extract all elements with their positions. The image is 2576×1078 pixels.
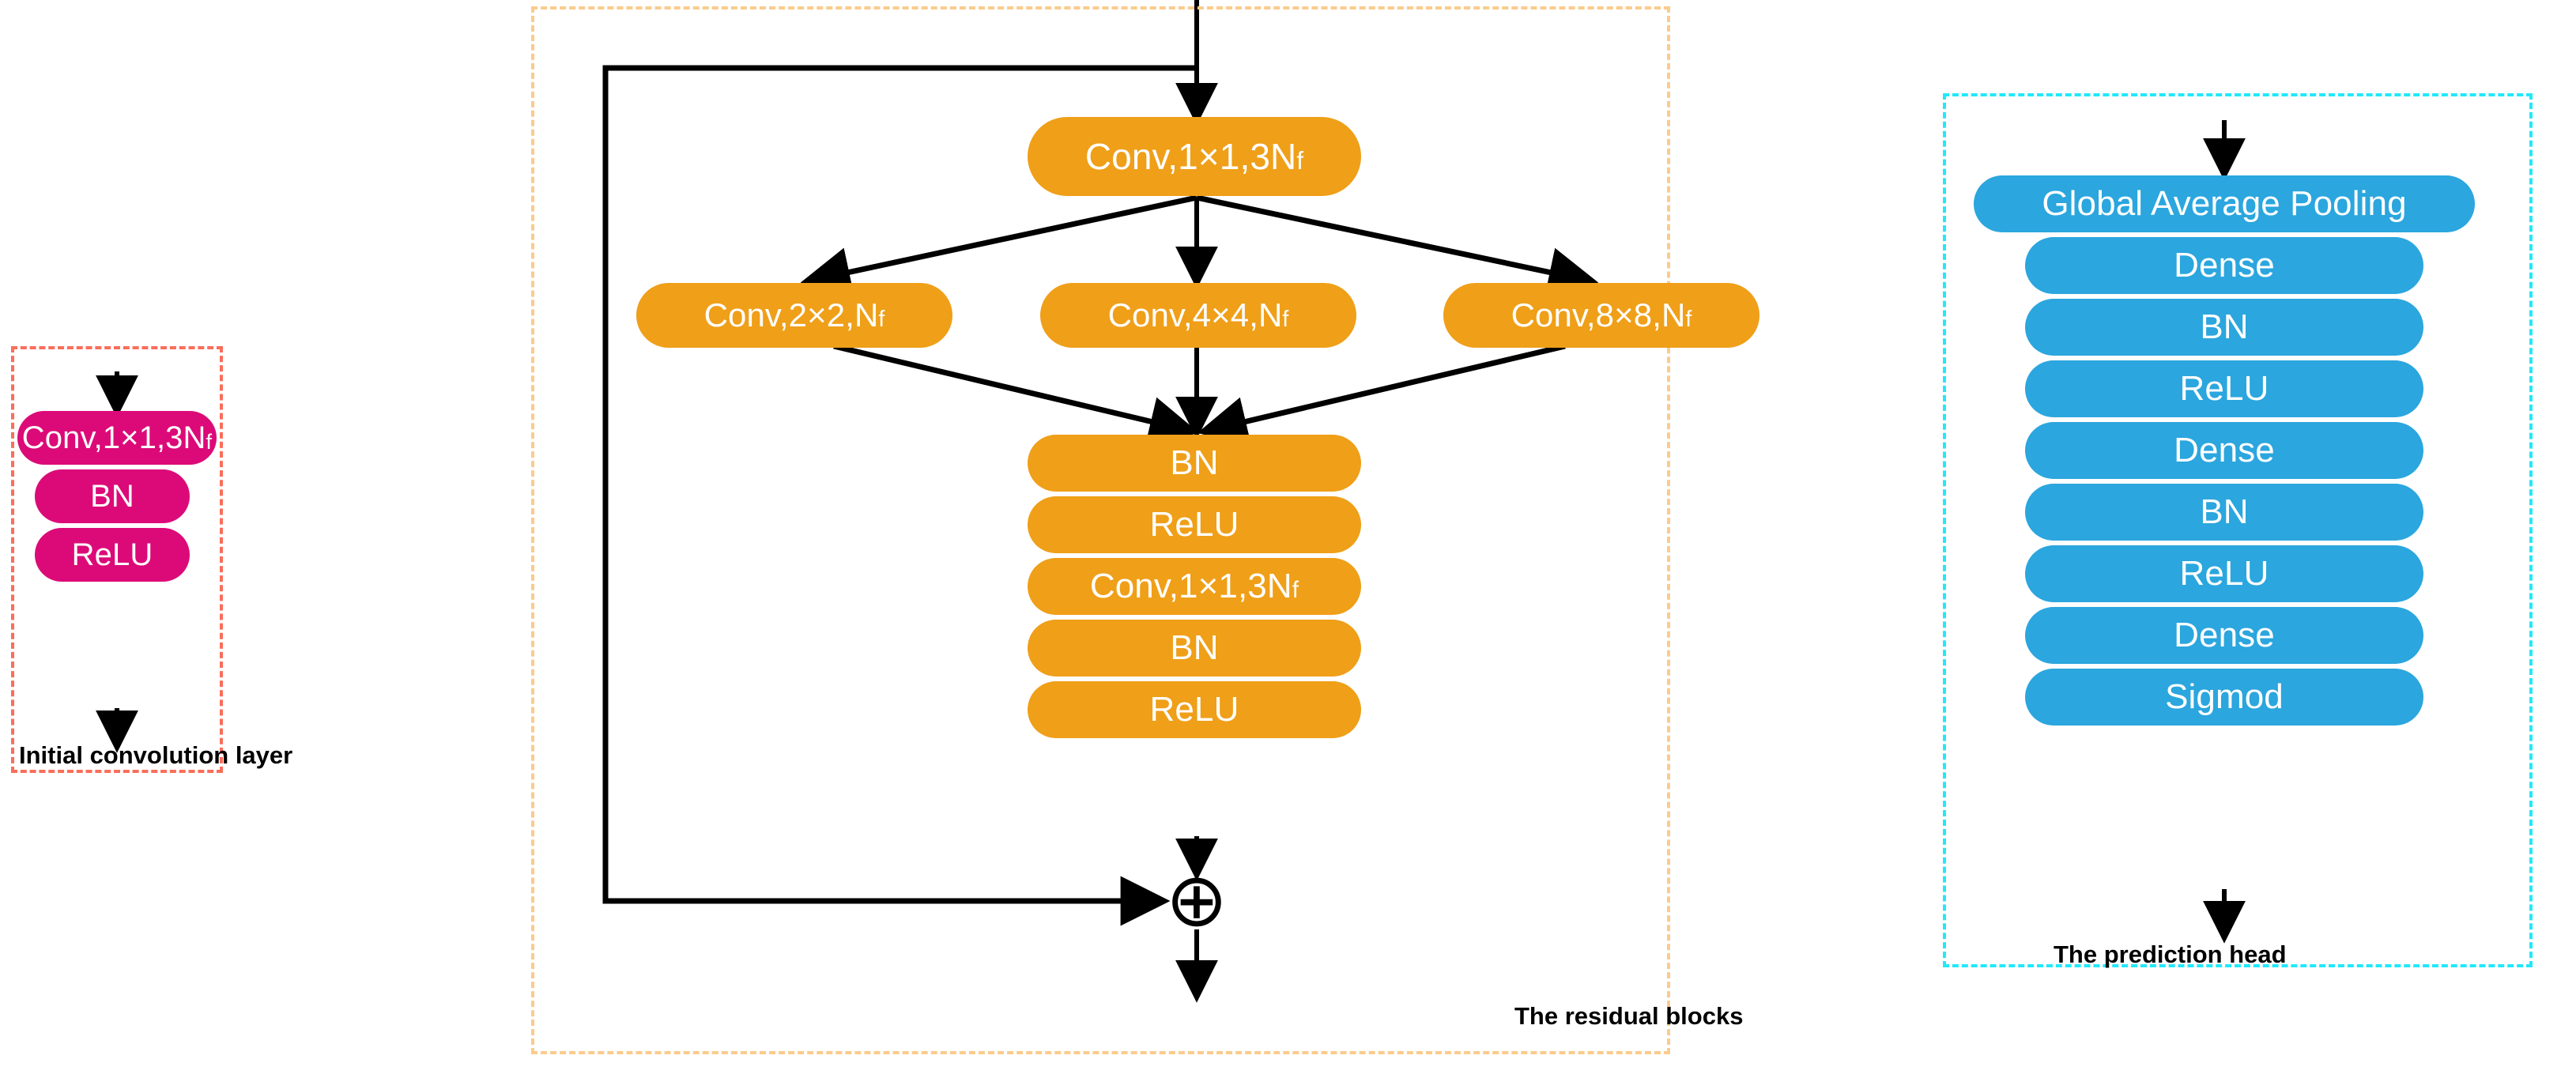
node-head-bn-2[interactable]: BN	[2025, 484, 2423, 541]
node-initial-relu[interactable]: ReLU	[35, 528, 190, 582]
node-label: BN	[2200, 492, 2249, 531]
node-label: Dense	[2174, 246, 2275, 285]
node-residual-relu-2[interactable]: ReLU	[1028, 681, 1361, 738]
add-operator-glyph: ⊕	[1165, 858, 1228, 944]
node-label: BN	[2200, 307, 2249, 346]
node-label: Global Average Pooling	[2042, 184, 2407, 223]
node-label: BN	[90, 479, 134, 514]
node-head-bn-1[interactable]: BN	[2025, 299, 2423, 356]
node-label-subscript: f	[878, 306, 885, 332]
node-label: Conv,1×1,3N	[1084, 136, 1297, 177]
node-label: Conv,4×4,N	[1107, 296, 1283, 334]
node-head-dense-3[interactable]: Dense	[2025, 607, 2423, 664]
node-residual-bn-1[interactable]: BN	[1028, 435, 1361, 492]
node-head-global-average-pooling[interactable]: Global Average Pooling	[1974, 175, 2475, 232]
node-label-subscript: f	[1296, 146, 1304, 175]
node-head-relu-1[interactable]: ReLU	[2025, 360, 2423, 417]
node-head-dense-2[interactable]: Dense	[2025, 422, 2423, 479]
node-label-subscript: f	[1685, 306, 1692, 332]
node-label: ReLU	[2179, 554, 2269, 593]
caption-initial-convolution-layer: Initial convolution layer	[19, 741, 293, 769]
residual-add-operator: ⊕	[1164, 864, 1230, 938]
node-initial-bn[interactable]: BN	[35, 469, 190, 523]
caption-prediction-head: The prediction head	[2054, 940, 2287, 968]
node-residual-relu-1[interactable]: ReLU	[1028, 496, 1361, 553]
node-label-subscript: f	[1292, 577, 1299, 604]
node-label: Conv,1×1,3N	[1089, 567, 1292, 605]
node-label: Dense	[2174, 431, 2275, 469]
prediction-head-frame	[1943, 93, 2533, 967]
node-head-sigmod[interactable]: Sigmod	[2025, 669, 2423, 726]
initial-convolution-layer-frame	[11, 346, 223, 773]
node-head-dense-1[interactable]: Dense	[2025, 237, 2423, 294]
node-label: Conv,1×1,3N	[21, 420, 206, 455]
caption-residual-blocks: The residual blocks	[1514, 1002, 1744, 1030]
node-label: ReLU	[1149, 690, 1239, 729]
node-label: BN	[1170, 443, 1219, 482]
node-label: ReLU	[71, 537, 153, 572]
node-residual-bn-2[interactable]: BN	[1028, 620, 1361, 677]
node-label-subscript: f	[206, 429, 213, 454]
node-label: BN	[1170, 628, 1219, 667]
node-label: Dense	[2174, 616, 2275, 654]
node-head-relu-2[interactable]: ReLU	[2025, 545, 2423, 602]
node-label: ReLU	[1149, 505, 1239, 544]
residual-blocks-frame	[531, 6, 1670, 1054]
node-label: ReLU	[2179, 369, 2269, 408]
node-label: Conv,8×8,N	[1511, 296, 1686, 334]
node-label-subscript: f	[1282, 306, 1289, 332]
node-label: Sigmod	[2165, 677, 2284, 716]
node-label: Conv,2×2,N	[703, 296, 879, 334]
